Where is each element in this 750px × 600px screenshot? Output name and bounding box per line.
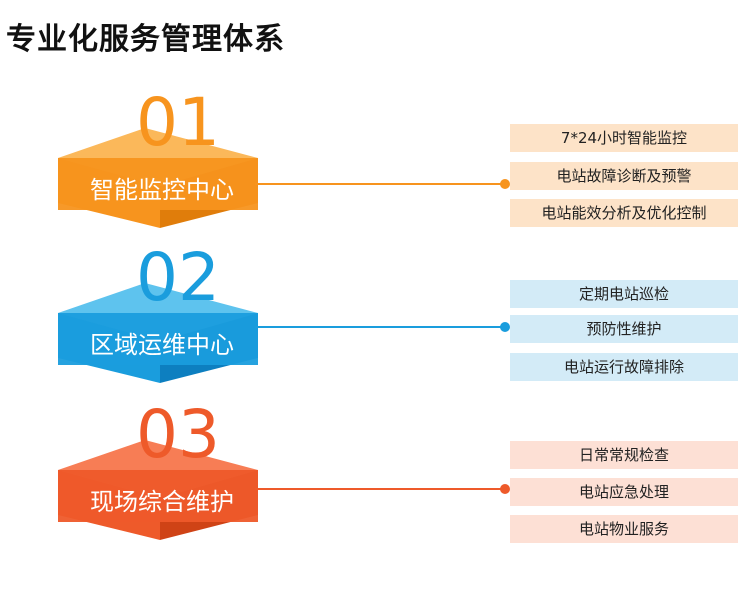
tier-2-box <box>58 283 258 383</box>
tier-1-item: 电站能效分析及优化控制 <box>510 199 738 227</box>
tier-3-box-face <box>58 470 258 522</box>
tier-3-box <box>58 440 258 540</box>
tier-3-item: 日常常规检查 <box>510 441 738 469</box>
tier-2-connector <box>255 326 505 328</box>
tier-1-item: 电站故障诊断及预警 <box>510 162 738 190</box>
tier-1-box-face <box>58 158 258 210</box>
tier-2-number: 02 <box>136 239 220 316</box>
tier-1-connector <box>255 183 505 185</box>
tier-1-connector-dot <box>500 179 510 189</box>
tier-2-label: 区域运维中心 <box>90 331 234 359</box>
tier-2: 02 区域运维中心 定期电站巡检 预防性维护 电站运行故障排除 <box>0 243 750 393</box>
tier-1-label: 智能监控中心 <box>90 176 234 204</box>
tier-1: 01 智能监控中心 7*24小时智能监控 电站故障诊断及预警 电站能效分析及优化… <box>0 88 750 238</box>
tier-1-number: 01 <box>136 84 220 161</box>
tier-3-item: 电站应急处理 <box>510 478 738 506</box>
page-title: 专业化服务管理体系 <box>6 22 285 57</box>
tier-3-label: 现场综合维护 <box>90 488 234 516</box>
tier-3-item: 电站物业服务 <box>510 515 738 543</box>
tier-3-connector <box>255 488 505 490</box>
tier-1-box <box>58 128 258 228</box>
tier-2-item: 电站运行故障排除 <box>510 353 738 381</box>
tier-3: 03 现场综合维护 日常常规检查 电站应急处理 电站物业服务 <box>0 400 750 550</box>
tier-2-item: 定期电站巡检 <box>510 280 738 308</box>
tier-1-item: 7*24小时智能监控 <box>510 124 738 152</box>
tier-2-item: 预防性维护 <box>510 315 738 343</box>
tier-2-box-face <box>58 313 258 365</box>
tier-3-connector-dot <box>500 484 510 494</box>
tier-2-connector-dot <box>500 322 510 332</box>
tier-3-number: 03 <box>136 396 220 473</box>
